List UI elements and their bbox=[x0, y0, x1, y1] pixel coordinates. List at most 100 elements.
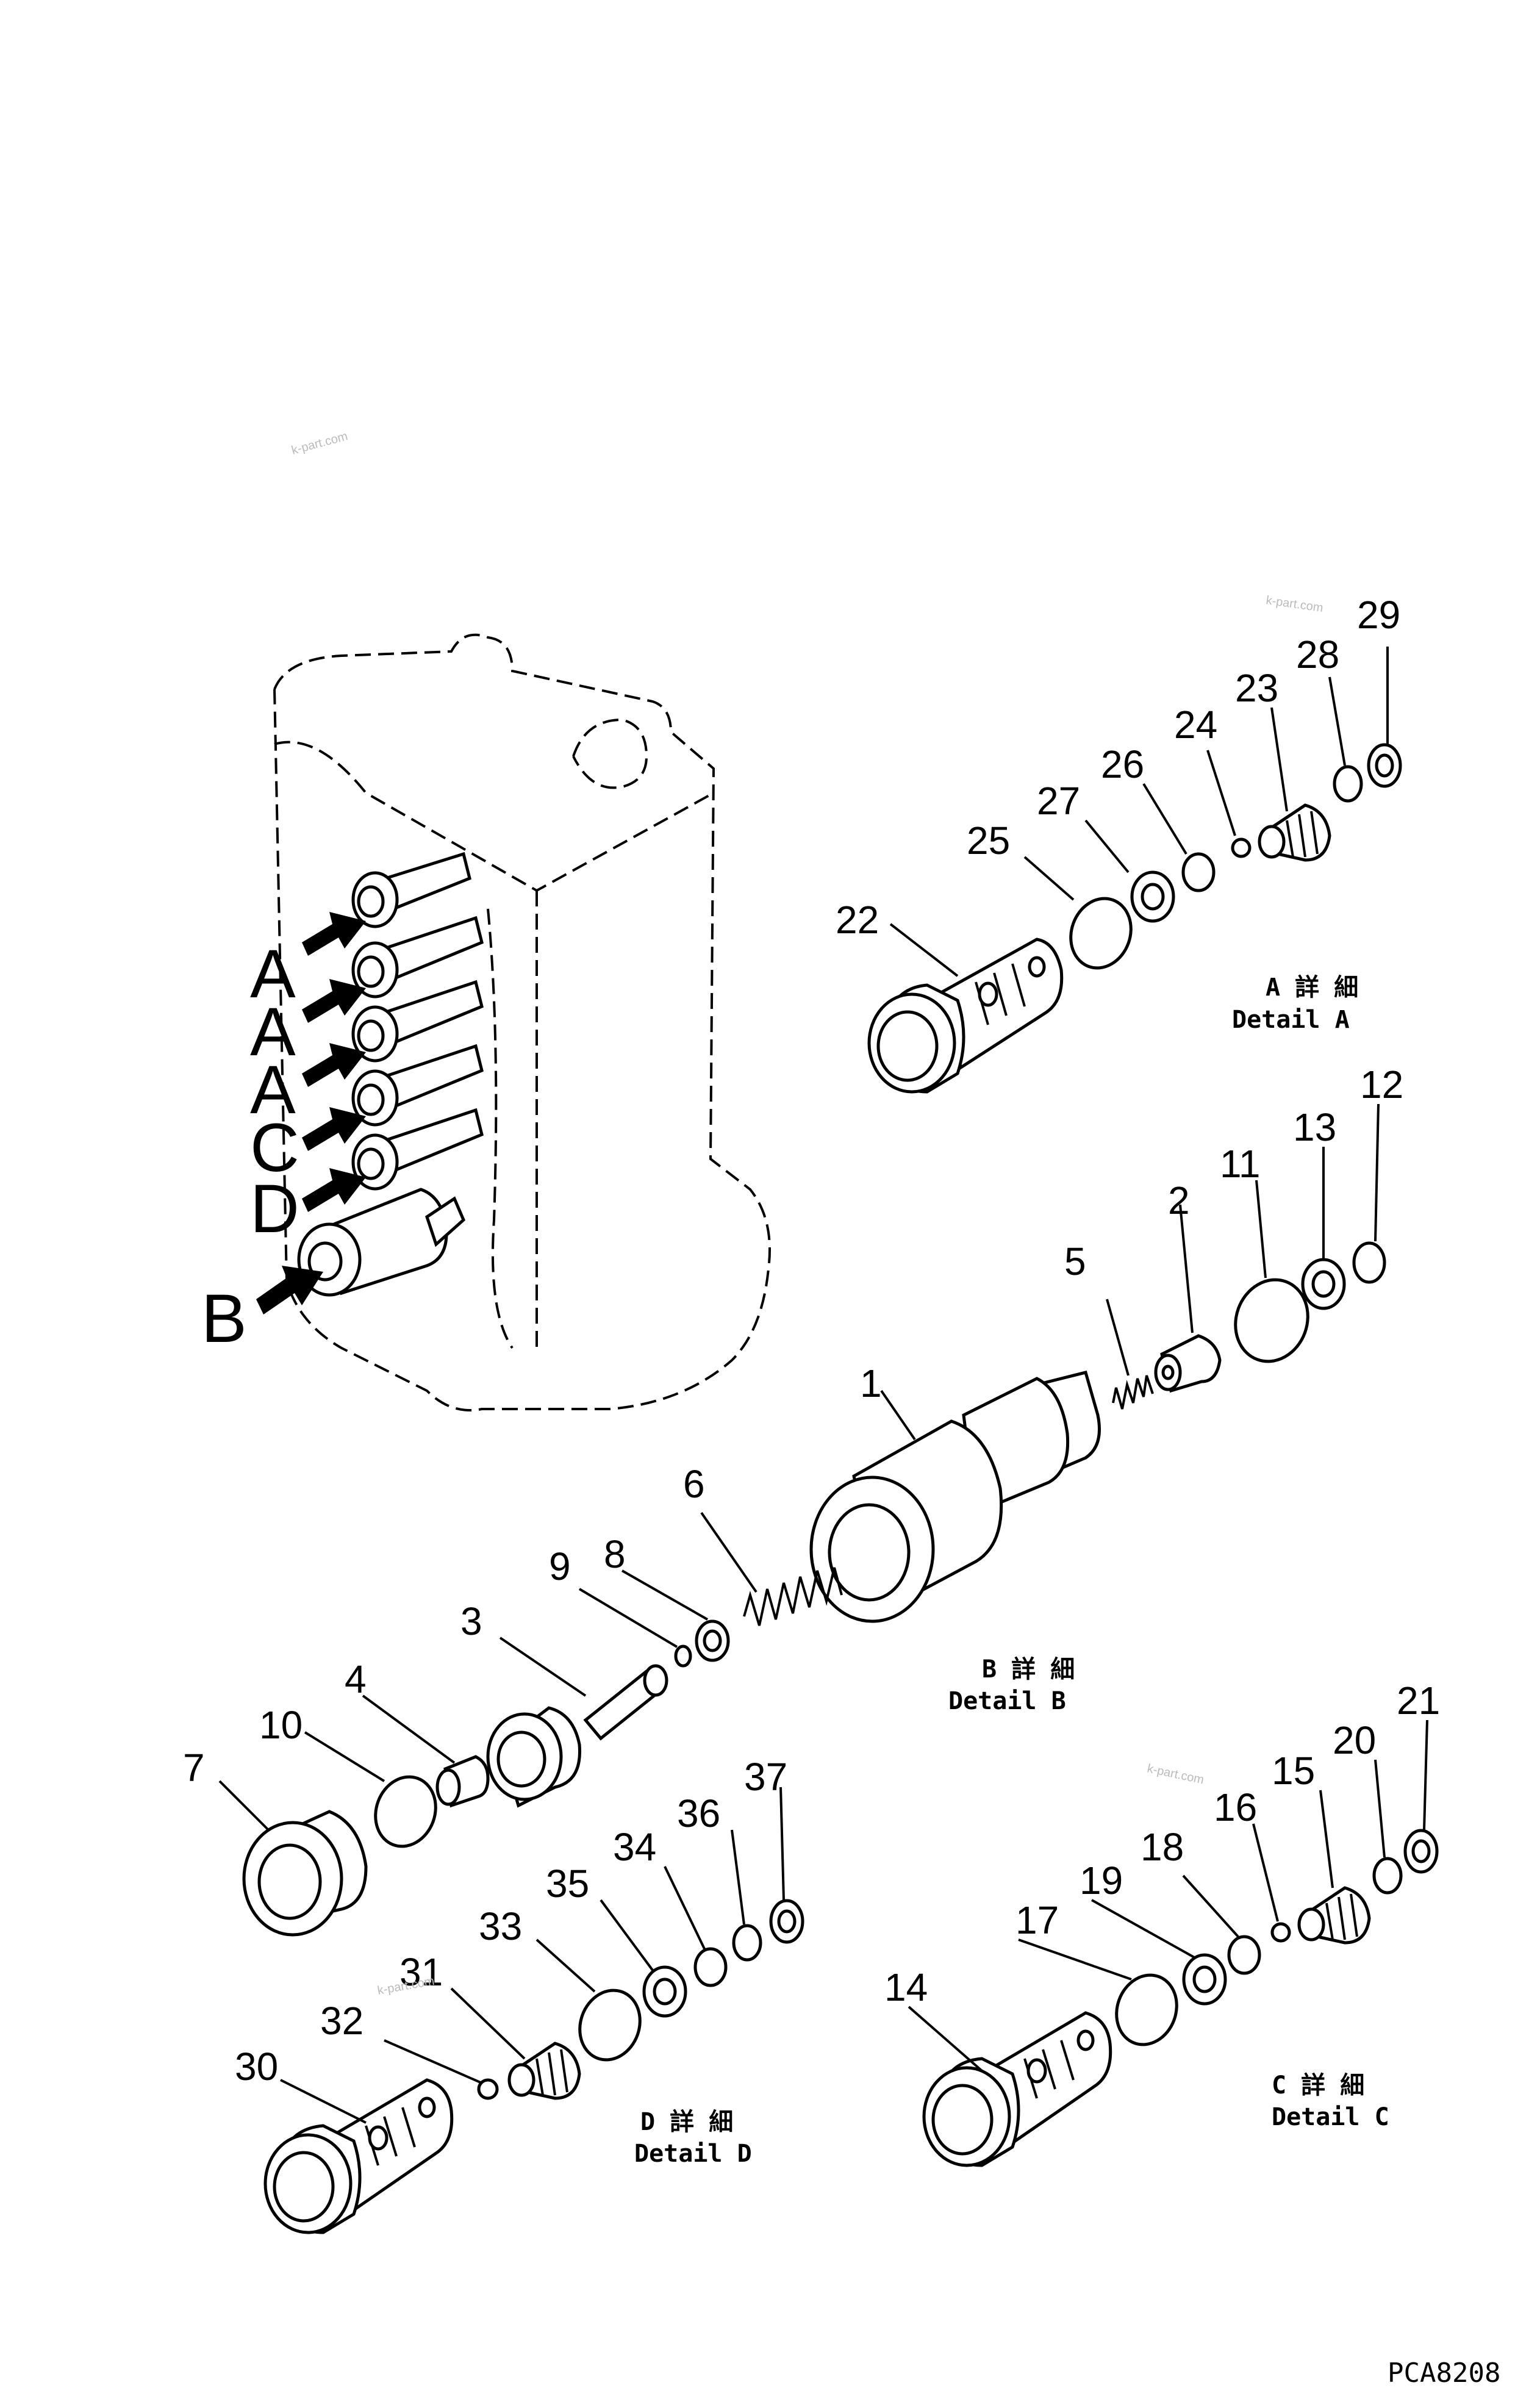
part-12-o-ring bbox=[1352, 1241, 1386, 1284]
arrow-a1-icon bbox=[302, 912, 366, 956]
part-35-backup-ring bbox=[642, 1965, 687, 2018]
detail-a-caption-jp: A 詳 細 bbox=[1266, 974, 1358, 1002]
part-15-seat bbox=[1297, 1886, 1371, 1945]
part-label-22: 22 bbox=[836, 898, 879, 942]
part-label-13: 13 bbox=[1293, 1105, 1336, 1149]
part-label-14: 14 bbox=[884, 1965, 928, 2009]
part-label-21: 21 bbox=[1397, 1679, 1440, 1723]
valve-block-outline bbox=[273, 633, 771, 1411]
detail-d-group bbox=[263, 1899, 804, 2234]
part-label-32: 32 bbox=[320, 1999, 364, 2043]
part-20-o-ring bbox=[1372, 1857, 1403, 1895]
part-label-17: 17 bbox=[1015, 1898, 1059, 1942]
part-7-plug bbox=[242, 1810, 368, 1937]
detail-d-caption-en: Detail D bbox=[634, 2140, 752, 2168]
part-22-valve-body bbox=[867, 938, 1064, 1094]
port-fitting-main-relief bbox=[297, 1188, 466, 1297]
port-fitting bbox=[351, 1108, 484, 1191]
part-1-valve-body bbox=[809, 1370, 1101, 1623]
part-number-labels: 1 2 3 4 5 6 7 8 9 10 11 12 13 14 15 16 1… bbox=[183, 593, 1440, 2089]
port-fitting bbox=[351, 980, 484, 1063]
detail-c-caption-en: Detail C bbox=[1272, 2103, 1389, 2131]
port-letters: A A A C D B bbox=[201, 936, 299, 1357]
part-label-9: 9 bbox=[549, 1544, 571, 1588]
detail-captions: A 詳 細 Detail A B 詳 細 Detail B C 詳 細 Deta… bbox=[634, 974, 1389, 2168]
part-label-23: 23 bbox=[1235, 666, 1278, 710]
part-label-1: 1 bbox=[860, 1361, 882, 1405]
port-letter: A bbox=[250, 994, 296, 1070]
part-label-30: 30 bbox=[235, 2045, 278, 2089]
part-8-backup-ring bbox=[695, 1619, 730, 1662]
part-2-poppet bbox=[1154, 1334, 1222, 1393]
part-11-o-ring bbox=[1234, 1278, 1309, 1363]
diagram-code: PCA8208 bbox=[1388, 2358, 1500, 2389]
part-25-o-ring bbox=[1069, 897, 1133, 970]
part-label-37: 37 bbox=[744, 1755, 787, 1799]
part-28-o-ring bbox=[1333, 765, 1363, 803]
port-fitting bbox=[351, 852, 471, 928]
detail-c-caption-jp: C 詳 細 bbox=[1272, 2071, 1364, 2100]
part-10-o-ring bbox=[374, 1775, 437, 1848]
leader-lines bbox=[218, 647, 1428, 2124]
part-6-spring bbox=[743, 1567, 843, 1626]
port-fitting bbox=[351, 916, 484, 999]
part-label-34: 34 bbox=[613, 1825, 656, 1869]
detail-a-caption-en: Detail A bbox=[1232, 1006, 1350, 1034]
part-18-o-ring bbox=[1227, 1935, 1261, 1975]
part-label-11: 11 bbox=[1220, 1142, 1260, 1186]
port-arrows bbox=[256, 912, 366, 1314]
part-label-12: 12 bbox=[1360, 1063, 1403, 1106]
port-letter: D bbox=[250, 1171, 299, 1247]
part-26-o-ring bbox=[1181, 852, 1216, 892]
part-24-ball bbox=[1231, 837, 1252, 858]
part-14-valve-body bbox=[922, 2011, 1112, 2167]
part-37-backup-ring bbox=[769, 1899, 804, 1944]
part-label-29: 29 bbox=[1357, 593, 1400, 637]
part-3-piston bbox=[486, 1664, 668, 1808]
part-label-2: 2 bbox=[1168, 1178, 1190, 1222]
arrow-d-icon bbox=[302, 1168, 366, 1212]
part-label-4: 4 bbox=[345, 1657, 367, 1701]
part-5-spring bbox=[1112, 1375, 1154, 1410]
part-36-o-ring bbox=[732, 1924, 762, 1962]
part-label-31: 31 bbox=[399, 1950, 443, 1994]
watermark-text: k-part.com bbox=[290, 429, 349, 457]
part-label-35: 35 bbox=[546, 1862, 589, 1906]
detail-d-caption-jp: D 詳 細 bbox=[640, 2108, 733, 2136]
part-label-33: 33 bbox=[479, 1904, 522, 1948]
part-33-o-ring bbox=[578, 1988, 642, 2062]
part-label-20: 20 bbox=[1333, 1718, 1376, 1762]
part-label-10: 10 bbox=[259, 1703, 303, 1747]
part-16-ball bbox=[1270, 1922, 1291, 1943]
port-letter: A bbox=[250, 936, 296, 1012]
part-label-27: 27 bbox=[1037, 779, 1080, 823]
part-label-24: 24 bbox=[1174, 703, 1217, 747]
arrow-a3-icon bbox=[302, 1043, 366, 1087]
port-letter: B bbox=[201, 1280, 247, 1357]
watermark-text: k-part.com bbox=[1146, 1762, 1205, 1787]
part-label-5: 5 bbox=[1064, 1239, 1086, 1283]
part-label-18: 18 bbox=[1141, 1825, 1184, 1869]
part-label-8: 8 bbox=[604, 1532, 626, 1576]
detail-a-group bbox=[867, 743, 1402, 1094]
part-32-ball bbox=[477, 2078, 499, 2100]
part-4-spacer bbox=[435, 1755, 490, 1808]
part-21-backup-ring bbox=[1403, 1829, 1439, 1874]
part-30-valve-body bbox=[263, 2078, 454, 2234]
part-label-36: 36 bbox=[677, 1791, 720, 1835]
part-9-o-ring bbox=[674, 1644, 692, 1668]
part-label-3: 3 bbox=[460, 1599, 482, 1643]
detail-b-group bbox=[242, 1241, 1386, 1937]
part-label-6: 6 bbox=[683, 1462, 705, 1506]
part-17-o-ring bbox=[1115, 1973, 1178, 2046]
port-letter: C bbox=[250, 1110, 299, 1186]
part-34-o-ring bbox=[693, 1947, 728, 1987]
part-13-backup-ring bbox=[1301, 1258, 1346, 1310]
part-label-7: 7 bbox=[183, 1746, 205, 1790]
part-label-19: 19 bbox=[1080, 1859, 1123, 1902]
arrow-b-icon bbox=[256, 1266, 323, 1314]
port-letter: A bbox=[250, 1052, 296, 1128]
block-port-fittings bbox=[297, 852, 484, 1297]
part-label-28: 28 bbox=[1296, 633, 1339, 676]
